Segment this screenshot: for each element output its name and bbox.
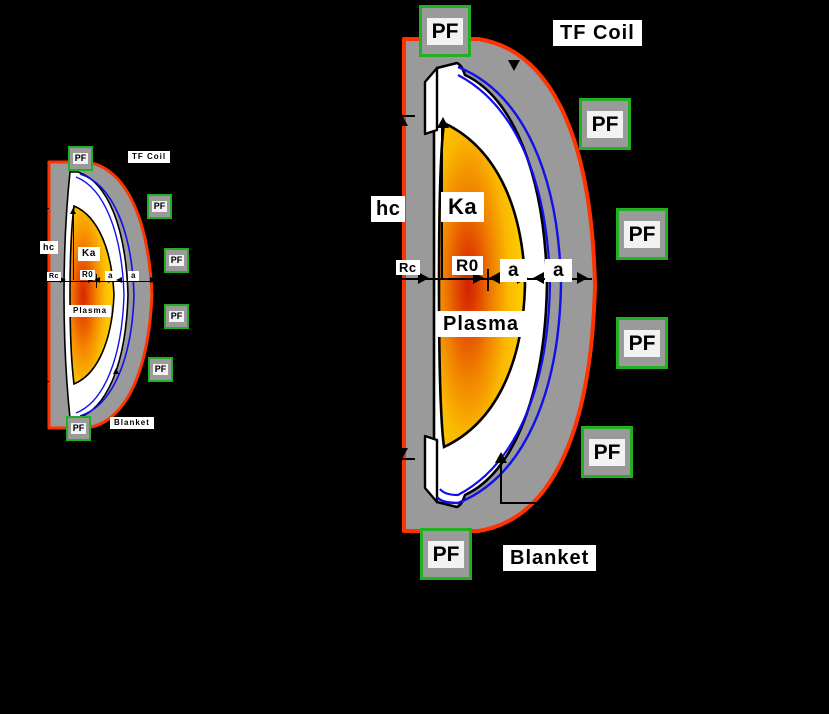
large-label-blanket: Blanket (503, 545, 597, 571)
large-tokamak-drawing (402, 37, 597, 533)
large-label-tf-coil: TF Coil (553, 20, 642, 46)
small-pf-coil-right-2[interactable]: PF (164, 304, 189, 329)
large-pf-coil-upper-right-label: PF (586, 110, 624, 138)
large-label-ka: Ka (441, 192, 485, 222)
a-outer-arrow-right-small (150, 277, 156, 283)
small-pf-coil-right-1-label: PF (168, 255, 185, 266)
small-pf-coil-upper-right[interactable]: PF (147, 194, 172, 219)
small-label-rc: Rc (47, 272, 61, 281)
vacuum-vessel-notch-bottom (423, 434, 439, 504)
small-pf-coil-bottom-label: PF (70, 423, 87, 434)
small-label-a-outer: a (128, 271, 139, 281)
large-pf-coil-lower-right-label: PF (588, 438, 626, 466)
radial-dimension-line-small (42, 281, 160, 282)
ka-arrow-up-small (70, 208, 76, 214)
large-blanket-leader-horizontal (500, 502, 540, 504)
large-tokamak-view (393, 35, 695, 535)
blanket-outline-small (79, 173, 135, 417)
large-pf-coil-top[interactable]: PF (419, 5, 471, 57)
hc-dimension-line-small (42, 212, 43, 380)
hc-tick-top (393, 115, 415, 117)
blanket-outline-outer (436, 65, 563, 505)
ka-arrow-up (437, 117, 449, 128)
small-pf-coil-top[interactable]: PF (68, 146, 93, 171)
hc-tick-top-small (37, 208, 49, 209)
hc-tick-bottom (393, 458, 415, 460)
a-outer-arrow-left (533, 272, 544, 284)
small-label-hc: hc (40, 241, 58, 254)
small-pf-coil-right-2-label: PF (168, 311, 185, 322)
small-label-plasma: Plasma (69, 305, 112, 317)
hc-arrow-down (396, 448, 408, 459)
hc-tick-bottom-small (37, 381, 49, 382)
large-label-r0: R0 (452, 256, 483, 275)
magnetic-axis-tick-small (96, 274, 97, 288)
blanket-outline-inner-small (75, 176, 125, 414)
a-inner-arrow-left-small (94, 277, 100, 283)
large-pf-coil-bottom-label: PF (427, 540, 465, 568)
small-label-ka: Ka (78, 247, 100, 261)
large-label-rc: Rc (396, 260, 420, 275)
large-blanket-leader-arrow (495, 452, 507, 463)
small-pf-coil-lower-right[interactable]: PF (148, 357, 173, 382)
large-label-a-outer: a (545, 259, 573, 282)
large-pf-coil-right-2-label: PF (623, 329, 661, 357)
small-pf-coil-upper-right-label: PF (151, 201, 168, 212)
large-pf-coil-top-label: PF (426, 17, 464, 45)
hc-arrow-up (396, 115, 408, 126)
rc-arrow-small (60, 277, 66, 283)
small-tokamak-view (37, 150, 200, 440)
small-pf-coil-lower-right-label: PF (152, 364, 169, 375)
large-pf-coil-right-2[interactable]: PF (616, 317, 668, 369)
small-pf-coil-bottom[interactable]: PF (66, 416, 91, 441)
magnetic-axis-tick (487, 269, 489, 291)
hc-arrow-up-small (39, 208, 45, 214)
small-pf-coil-top-label: PF (72, 153, 89, 164)
a-outer-arrow-right (577, 272, 588, 284)
small-tf-coil-leader-arrow (124, 172, 130, 178)
large-tf-coil-leader-arrow (508, 60, 520, 71)
large-label-plasma: Plasma (437, 311, 526, 337)
large-pf-coil-bottom[interactable]: PF (420, 528, 472, 580)
small-label-r0: R0 (80, 270, 96, 280)
large-blanket-leader-vertical (500, 462, 502, 504)
large-pf-coil-upper-right[interactable]: PF (579, 98, 631, 150)
rc-arrow (418, 272, 429, 284)
small-blanket-leader-arrow (113, 368, 119, 374)
hc-dimension-line (400, 123, 402, 459)
ka-dimension-line-small (73, 212, 74, 280)
small-label-blanket: Blanket (110, 417, 154, 429)
r0-arrow-small (88, 277, 94, 283)
large-pf-coil-right-1[interactable]: PF (616, 208, 668, 260)
large-pf-coil-right-1-label: PF (623, 220, 661, 248)
small-tokamak-drawing (47, 160, 154, 430)
large-label-hc: hc (371, 196, 406, 222)
blanket-outline-inner (439, 74, 552, 497)
small-label-a-inner: a (105, 271, 116, 281)
large-label-a-inner: a (500, 259, 528, 282)
a-inner-arrow-left (489, 272, 500, 284)
hc-arrow-down-small (39, 376, 45, 382)
vacuum-vessel-notch-top (423, 66, 439, 136)
a-outer-arrow-left-small (116, 277, 122, 283)
small-pf-coil-right-1[interactable]: PF (164, 248, 189, 273)
large-pf-coil-lower-right[interactable]: PF (581, 426, 633, 478)
r0-arrow (473, 272, 484, 284)
small-label-tf-coil: TF Coil (128, 151, 171, 163)
